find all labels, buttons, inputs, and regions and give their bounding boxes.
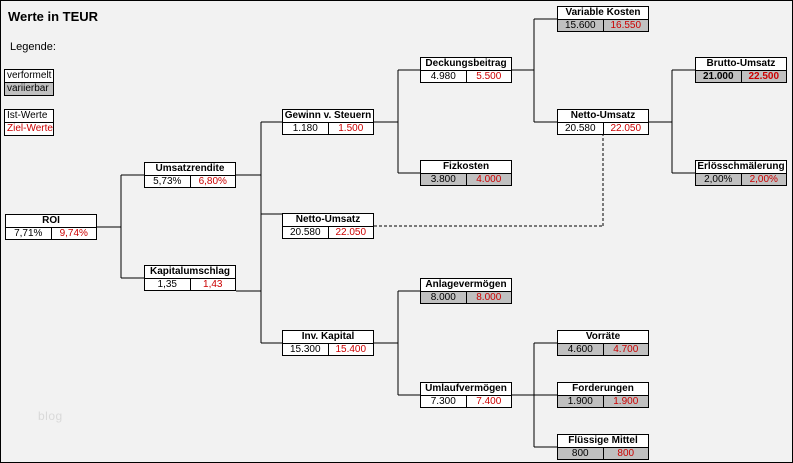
node-erloesschmaelerung-ist: 2,00% xyxy=(696,174,742,185)
node-brutto-umsatz-title: Brutto-Umsatz xyxy=(696,58,786,71)
node-netto-umsatz-links: Netto-Umsatz 20.580 22.050 xyxy=(282,213,374,239)
node-fizkosten: Fizkosten 3.800 4.000 xyxy=(420,160,512,186)
node-fluessige-mittel-ist: 800 xyxy=(558,448,604,459)
node-gewinn-ziel: 1.500 xyxy=(328,123,373,134)
legend-variierbar: variierbar xyxy=(5,82,53,95)
watermark: blog xyxy=(38,409,63,423)
node-kapitalumschlag-title: Kapitalumschlag xyxy=(145,266,235,279)
node-umsatzrendite-ziel: 6,80% xyxy=(190,176,235,187)
node-netto-rechts-ziel: 22.050 xyxy=(603,123,648,134)
node-forderungen-ziel: 1.900 xyxy=(603,396,648,407)
node-deckungsbeitrag-title: Deckungsbeitrag xyxy=(421,58,511,71)
node-vorraete: Vorräte 4.600 4.700 xyxy=(557,330,649,356)
node-fluessige-mittel-ziel: 800 xyxy=(603,448,648,459)
node-inv-kapital-title: Inv. Kapital xyxy=(283,331,373,344)
node-netto-rechts-title: Netto-Umsatz xyxy=(558,110,648,123)
node-vorraete-title: Vorräte xyxy=(558,331,648,344)
node-deckungsbeitrag-ist: 4.980 xyxy=(421,71,467,82)
node-fluessige-mittel-title: Flüssige Mittel xyxy=(558,435,648,448)
legend-value-types: Ist-Werte Ziel-Werte xyxy=(4,109,54,136)
node-roi-title: ROI xyxy=(6,215,96,228)
node-erloesschmaelerung-ziel: 2,00% xyxy=(741,174,786,185)
node-roi-ziel: 9,74% xyxy=(51,228,96,239)
node-roi: ROI 7,71% 9,74% xyxy=(5,214,97,240)
node-netto-links-ziel: 22.050 xyxy=(328,227,373,238)
node-umlaufvermoegen-ziel: 7.400 xyxy=(466,396,511,407)
node-umsatzrendite-title: Umsatzrendite xyxy=(145,163,235,176)
node-anlagevermoegen-ist: 8.000 xyxy=(421,292,467,303)
node-fizkosten-ziel: 4.000 xyxy=(466,174,511,185)
node-anlagevermoegen: Anlagevermögen 8.000 8.000 xyxy=(420,278,512,304)
node-anlagevermoegen-ziel: 8.000 xyxy=(466,292,511,303)
node-variable-kosten-title: Variable Kosten xyxy=(558,7,648,20)
node-roi-ist: 7,71% xyxy=(6,228,52,239)
node-brutto-umsatz-ziel: 22.500 xyxy=(741,71,786,82)
node-umlaufvermoegen-ist: 7.300 xyxy=(421,396,467,407)
page-title: Werte in TEUR xyxy=(8,9,99,24)
node-deckungsbeitrag-ziel: 5.500 xyxy=(466,71,511,82)
node-erloesschmaelerung-title: Erlösschmälerung xyxy=(696,161,786,174)
node-umlaufvermoegen: Umlaufvermögen 7.300 7.400 xyxy=(420,382,512,408)
netto-umsatz-dashed-link xyxy=(374,135,604,227)
node-kapitalumschlag-ziel: 1,43 xyxy=(190,279,235,290)
node-gewinn-v-steuern: Gewinn v. Steuern 1.180 1.500 xyxy=(282,109,374,135)
node-variable-kosten-ziel: 16.550 xyxy=(603,20,648,31)
node-erloesschmaelerung: Erlösschmälerung 2,00% 2,00% xyxy=(695,160,787,186)
node-inv-kapital: Inv. Kapital 15.300 15.400 xyxy=(282,330,374,356)
node-gewinn-title: Gewinn v. Steuern xyxy=(283,110,373,123)
node-kapitalumschlag: Kapitalumschlag 1,35 1,43 xyxy=(144,265,236,291)
node-netto-links-title: Netto-Umsatz xyxy=(283,214,373,227)
node-inv-kapital-ziel: 15.400 xyxy=(328,344,373,355)
legend-cell-types: verformelt variierbar xyxy=(4,69,54,96)
node-variable-kosten: Variable Kosten 15.600 16.550 xyxy=(557,6,649,32)
node-vorraete-ist: 4.600 xyxy=(558,344,604,355)
node-fizkosten-title: Fizkosten xyxy=(421,161,511,174)
node-netto-rechts-ist: 20.580 xyxy=(558,123,604,134)
node-kapitalumschlag-ist: 1,35 xyxy=(145,279,191,290)
node-deckungsbeitrag: Deckungsbeitrag 4.980 5.500 xyxy=(420,57,512,83)
legend-label: Legende: xyxy=(10,41,56,53)
node-umsatzrendite: Umsatzrendite 5,73% 6,80% xyxy=(144,162,236,188)
node-variable-kosten-ist: 15.600 xyxy=(558,20,604,31)
node-anlagevermoegen-title: Anlagevermögen xyxy=(421,279,511,292)
legend-verformelt: verformelt xyxy=(5,70,53,82)
node-inv-kapital-ist: 15.300 xyxy=(283,344,329,355)
legend-ist-werte: Ist-Werte xyxy=(5,110,53,122)
node-gewinn-ist: 1.180 xyxy=(283,123,329,134)
node-umsatzrendite-ist: 5,73% xyxy=(145,176,191,187)
node-umlaufvermoegen-title: Umlaufvermögen xyxy=(421,383,511,396)
node-brutto-umsatz: Brutto-Umsatz 21.000 22.500 xyxy=(695,57,787,83)
node-netto-links-ist: 20.580 xyxy=(283,227,329,238)
node-fluessige-mittel: Flüssige Mittel 800 800 xyxy=(557,434,649,460)
legend-ziel-werte: Ziel-Werte xyxy=(5,122,53,135)
node-forderungen-ist: 1.900 xyxy=(558,396,604,407)
node-forderungen-title: Forderungen xyxy=(558,383,648,396)
node-vorraete-ziel: 4.700 xyxy=(603,344,648,355)
node-brutto-umsatz-ist: 21.000 xyxy=(696,71,742,82)
node-forderungen: Forderungen 1.900 1.900 xyxy=(557,382,649,408)
node-fizkosten-ist: 3.800 xyxy=(421,174,467,185)
node-netto-umsatz-rechts: Netto-Umsatz 20.580 22.050 xyxy=(557,109,649,135)
